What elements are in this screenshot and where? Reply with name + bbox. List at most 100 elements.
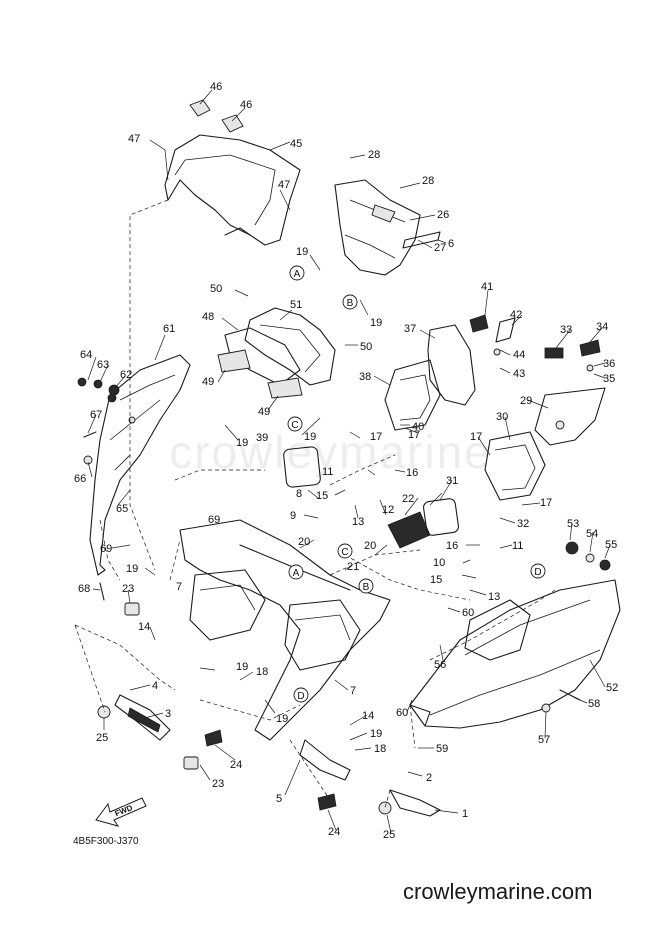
part-label-15: 15: [316, 490, 328, 502]
part-label-42: 42: [510, 309, 522, 321]
part-label-23: 23: [122, 583, 134, 595]
ref-marker-a: A: [289, 265, 305, 281]
part-label-19: 19: [236, 437, 248, 449]
part-label-34: 34: [596, 321, 608, 333]
part-label-37: 37: [404, 323, 416, 335]
part-label-36: 36: [603, 358, 615, 370]
part-label-64: 64: [80, 349, 92, 361]
part-label-49: 49: [202, 376, 214, 388]
svg-text:C: C: [341, 547, 348, 558]
part-label-31: 31: [446, 475, 458, 487]
part-label-16: 16: [446, 540, 458, 552]
part-label-24: 24: [328, 826, 340, 838]
left-fasteners: [77, 377, 120, 601]
ref-marker-b: B: [342, 294, 358, 310]
part-label-19: 19: [370, 728, 382, 740]
part-label-21: 21: [347, 561, 359, 573]
part-label-50: 50: [210, 283, 222, 295]
part-label-17: 17: [540, 497, 552, 509]
part-label-41: 41: [481, 281, 493, 293]
part-label-60: 60: [462, 607, 474, 619]
part-label-47: 47: [128, 133, 140, 145]
ref-marker-a: A: [288, 564, 304, 580]
part-label-30: 30: [496, 411, 508, 423]
part-label-62: 62: [120, 369, 132, 381]
part-label-55: 55: [605, 539, 617, 551]
part-label-29: 29: [520, 395, 532, 407]
svg-text:B: B: [363, 582, 370, 593]
cover-37: [427, 324, 476, 406]
part-label-65: 65: [116, 503, 128, 515]
part-label-13: 13: [352, 516, 364, 528]
reference-markers: A B C C A B D D: [287, 265, 546, 703]
leader-lines: [87, 89, 611, 834]
right-top-fasteners: [469, 314, 601, 372]
part-label-49: 49: [258, 406, 270, 418]
assembly-lines: [74, 199, 556, 809]
part-label-58: 58: [588, 698, 600, 710]
ref-marker-c: C: [337, 543, 353, 559]
part-label-46: 46: [240, 99, 252, 111]
svg-text:B: B: [347, 298, 354, 309]
part-label-17: 17: [370, 431, 382, 443]
part-label-9: 9: [290, 510, 296, 522]
part-label-11: 11: [512, 540, 523, 552]
part-label-17: 17: [408, 429, 420, 441]
part-label-7: 7: [176, 581, 182, 593]
part-label-45: 45: [290, 138, 302, 150]
ref-marker-d: D: [530, 563, 546, 579]
part-label-39: 39: [256, 432, 268, 444]
part-label-44: 44: [513, 349, 525, 361]
part-label-54: 54: [586, 528, 598, 540]
part-label-35: 35: [603, 373, 615, 385]
part-label-28: 28: [422, 175, 434, 187]
part-label-63: 63: [97, 359, 109, 371]
part-label-13: 13: [488, 591, 500, 603]
part-label-60: 60: [396, 707, 408, 719]
right-side-cover-52: [409, 579, 621, 729]
part-label-19: 19: [296, 246, 308, 258]
part-label-3: 3: [165, 708, 171, 720]
part-label-19: 19: [304, 431, 316, 443]
part-label-17: 17: [470, 431, 482, 443]
part-label-2: 2: [426, 772, 432, 784]
bottom-left-parts: [97, 602, 441, 817]
ref-marker-c: C: [287, 416, 303, 432]
part-label-11: 11: [322, 466, 333, 478]
inner-panel-51: [217, 307, 336, 399]
part-label-20: 20: [364, 540, 376, 552]
part-label-28: 28: [368, 149, 380, 161]
part-label-19: 19: [370, 317, 382, 329]
part-label-14: 14: [362, 710, 374, 722]
part-label-18: 18: [256, 666, 268, 678]
part-label-56: 56: [434, 659, 446, 671]
right-grommets: [541, 541, 611, 713]
part-label-25: 25: [96, 732, 108, 744]
part-label-18: 18: [374, 743, 386, 755]
left-side-cover-61: [89, 354, 191, 576]
ref-marker-d: D: [293, 687, 309, 703]
front-cover-45: [164, 99, 301, 246]
part-label-52: 52: [606, 682, 618, 694]
part-label-67: 67: [90, 409, 102, 421]
svg-text:C: C: [291, 420, 298, 431]
part-label-15: 15: [430, 574, 442, 586]
inner-cover-26: [334, 179, 421, 276]
fwd-arrow-icon: FWD: [95, 797, 147, 827]
part-label-47: 47: [278, 179, 290, 191]
part-label-20: 20: [298, 536, 310, 548]
part-label-6: 6: [448, 238, 454, 250]
part-label-68: 68: [78, 583, 90, 595]
svg-text:D: D: [534, 567, 541, 578]
meter-housing-38: [384, 359, 441, 431]
svg-text:D: D: [297, 691, 304, 702]
part-label-57: 57: [538, 734, 550, 746]
part-label-69: 69: [100, 543, 112, 555]
watermark-text: crowleymarine: [169, 426, 492, 478]
site-credit: crowleymarine.com: [403, 879, 593, 904]
part-label-10: 10: [433, 557, 445, 569]
part-label-38: 38: [359, 371, 371, 383]
part-label-59: 59: [436, 743, 448, 755]
part-label-19: 19: [276, 713, 288, 725]
part-label-8: 8: [296, 488, 302, 500]
